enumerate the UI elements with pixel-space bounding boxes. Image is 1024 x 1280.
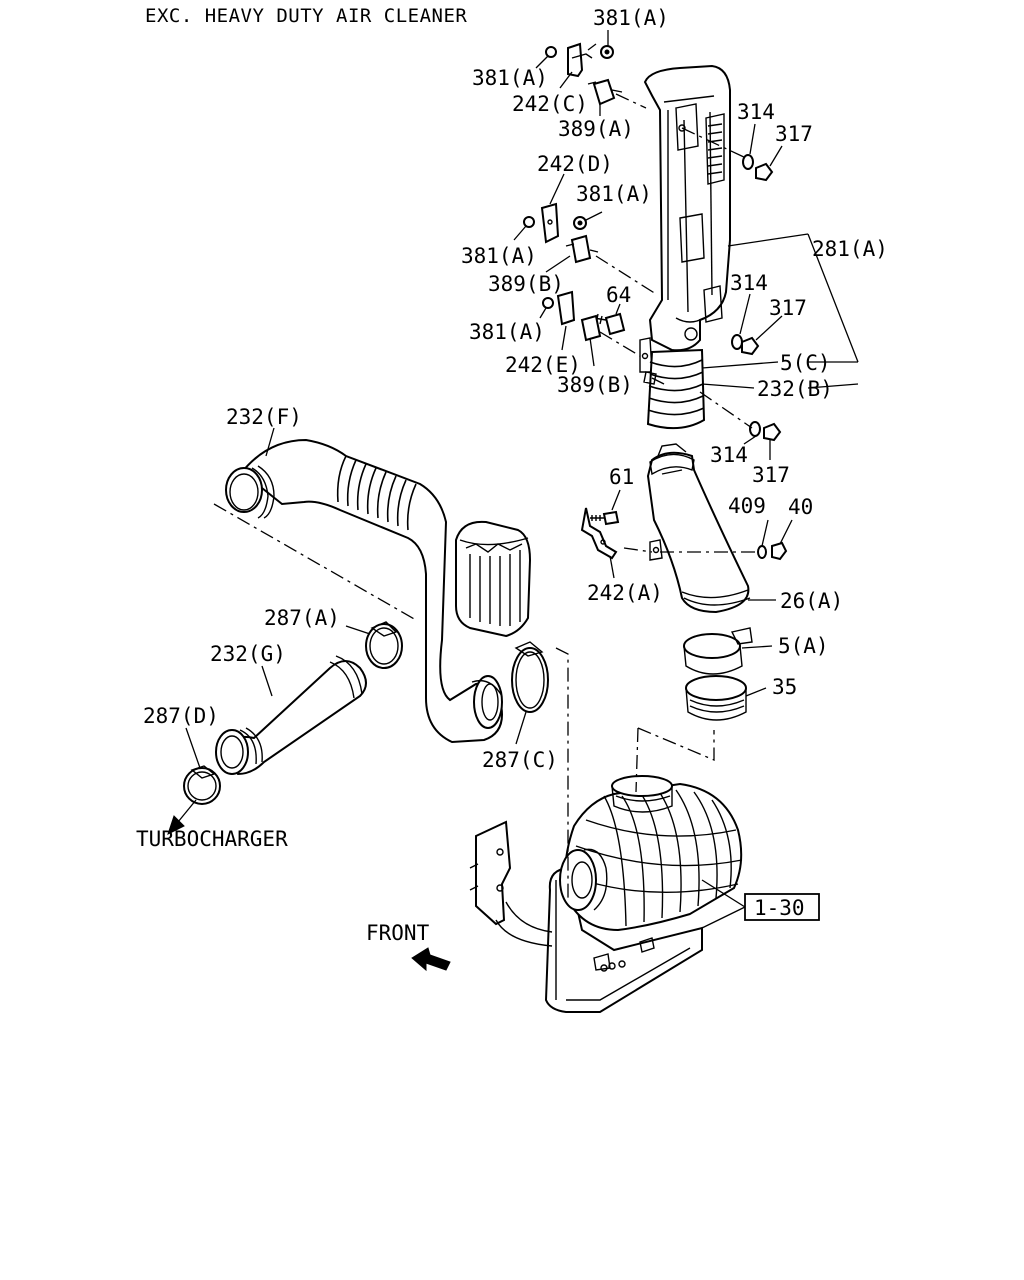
bellows-232b [643,348,706,430]
callout-389a: 389(A) [558,117,634,141]
callout-381a-2: 381(A) [576,182,652,206]
callout-35: 35 [772,675,797,699]
diagram-title: EXC. HEAVY DUTY AIR CLEANER [145,5,467,27]
callout-317-1: 317 [775,122,813,146]
intake-duct-281a [639,64,731,373]
clamp-287d [183,765,221,805]
callout-314-2: 314 [730,271,768,295]
leader-lines [185,30,859,769]
callout-287a: 287(A) [264,606,340,630]
callout-314-1: 314 [737,100,775,124]
callout-314-3: 314 [710,443,748,467]
callout-40: 40 [788,495,813,519]
reference-box-label: 1-30 [754,896,805,920]
clamp-287a [365,621,403,669]
hardware [523,42,788,561]
callout-389b-2: 389(B) [557,373,633,397]
callout-232b: 232(B) [757,377,833,401]
callout-242d: 242(D) [537,152,613,176]
callout-381a-1: 381(A) [472,66,548,90]
callout-317-3: 317 [752,463,790,487]
assembly-lines [213,93,758,900]
callout-232f: 232(F) [226,405,302,429]
callout-5c: 5(C) [780,351,831,375]
callout-317-2: 317 [769,296,807,320]
air-cleaner [469,775,743,1013]
callout-232g: 232(G) [210,642,286,666]
clamp-287c [511,641,549,713]
callout-409: 409 [728,494,766,518]
reference-box-group: 1-30 [701,879,820,929]
bracket-242a [580,507,618,560]
callout-381a-3: 381(A) [461,244,537,268]
ring-35 [685,675,747,721]
callout-242e: 242(E) [505,353,581,377]
callout-64: 64 [606,283,631,307]
front-indicator: FRONT [366,921,451,972]
hose-232f [225,438,532,744]
callout-242c: 242(C) [512,92,588,116]
callout-61: 61 [609,465,634,489]
callout-381a-4: 381(A) [469,320,545,344]
callout-242a: 242(A) [587,581,663,605]
hose-232g [215,655,367,776]
callout-287c: 287(C) [482,748,558,772]
elbow-26a [646,443,751,614]
callout-labels: 381(A) 381(A) 242(C) 389(A) 314 317 242(… [143,6,888,772]
front-label: FRONT [366,921,430,945]
callout-389b-1: 389(B) [488,272,564,296]
turbo-label: TURBOCHARGER [136,827,288,851]
bolt-61 [590,510,620,526]
callout-381a-top: 381(A) [593,6,669,30]
band-5a [683,627,753,675]
callout-5a: 5(A) [778,634,829,658]
callout-287d: 287(D) [143,704,219,728]
callout-281a: 281(A) [812,237,888,261]
turbo-indicator: TURBOCHARGER [136,799,288,851]
front-arrow-icon [411,947,451,972]
reference-box [744,893,820,921]
callout-26a: 26(A) [780,589,843,613]
turbo-arrow-icon [167,815,185,835]
